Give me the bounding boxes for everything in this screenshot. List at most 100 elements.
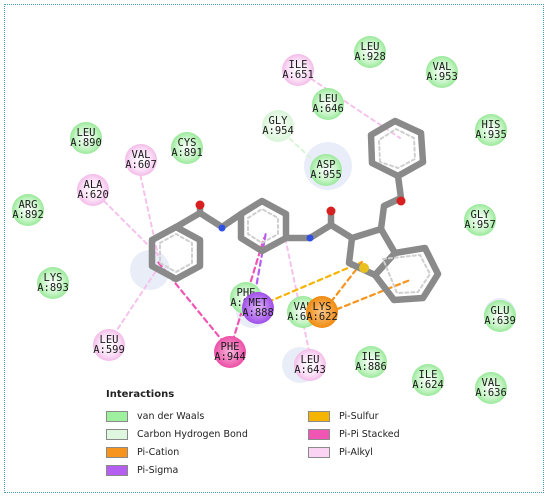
residue-disc xyxy=(171,132,203,164)
residue-number: A:954 xyxy=(262,125,294,137)
oxygen-atom xyxy=(326,206,336,216)
residue-disc xyxy=(125,144,157,176)
residue-number: A:890 xyxy=(70,137,102,149)
residue-name: PHE xyxy=(221,341,240,353)
legend-label: Pi-Sulfur xyxy=(339,410,379,422)
residue-disc xyxy=(214,336,246,368)
residue-disc xyxy=(70,122,102,154)
residue-name: ILE xyxy=(289,59,308,71)
residue-name: ILE xyxy=(362,351,381,363)
residue-number: A:620 xyxy=(77,189,109,201)
sulfur-atom xyxy=(359,263,369,273)
legend-label: van der Waals xyxy=(137,410,205,422)
legend-item-van-der-waals: van der Waals xyxy=(106,409,204,423)
residue-disc xyxy=(242,292,274,324)
residue-name: CYS xyxy=(178,137,197,149)
ligand-structure xyxy=(148,117,442,304)
residue-number: A:955 xyxy=(310,169,342,181)
residue-name: LEU xyxy=(319,93,338,105)
residue-disc xyxy=(37,267,69,299)
pialkyl-line xyxy=(284,236,312,361)
residue-name: LYS xyxy=(44,272,63,284)
legend-item-pi-cation: Pi-Cation xyxy=(106,445,179,459)
residue-disc xyxy=(484,300,516,332)
residue-number: A:886 xyxy=(355,361,387,373)
residue-name: MET xyxy=(249,297,269,309)
residue-disc xyxy=(354,36,386,68)
legend-swatch xyxy=(106,410,128,422)
residue-number: A:651 xyxy=(282,69,314,81)
residue-number: A:892 xyxy=(12,209,44,221)
legend-swatch xyxy=(106,446,128,458)
residue-number: A:622 xyxy=(306,311,338,323)
oxygen-atom xyxy=(396,196,406,206)
legend-swatch xyxy=(106,428,128,440)
residue-discs: LEUA:928ILEA:651VALA:953LEUA:646GLYA:954… xyxy=(12,36,516,404)
diagram-frame xyxy=(4,4,544,493)
residue-number: A:599 xyxy=(93,344,125,356)
residue-disc xyxy=(93,329,125,361)
residue-name: VAL xyxy=(132,149,151,161)
legend-swatch xyxy=(308,428,330,440)
residue-disc xyxy=(464,204,496,236)
residue-number: A:953 xyxy=(426,71,458,83)
legend-item-pi-sigma: Pi-Sigma xyxy=(106,463,178,477)
residue-number: A:636 xyxy=(475,387,507,399)
residue-name: ILE xyxy=(419,369,438,381)
legend-swatch xyxy=(106,464,128,476)
residue-name: LEU xyxy=(77,127,96,139)
residue-name: VAL xyxy=(482,377,501,389)
residue-number: A:928 xyxy=(354,51,386,63)
residue-name: ARG xyxy=(19,199,38,211)
residue-name: LYS xyxy=(313,301,332,313)
residue-name: ASP xyxy=(317,159,336,171)
pisulfur-line xyxy=(266,260,364,304)
nitrogen-atom xyxy=(306,234,314,242)
pialkyl-line xyxy=(108,267,159,343)
legend-label: Pi-Pi Stacked xyxy=(339,428,400,440)
residue-number: A:957 xyxy=(464,219,496,231)
residue-name: VAL xyxy=(433,61,452,73)
residue-number: A:624 xyxy=(412,379,444,391)
legend-item-carbon-hydrogen-bond: Carbon Hydrogen Bond xyxy=(106,427,248,441)
residue-number: A:607 xyxy=(125,159,157,171)
residue-name: HIS xyxy=(482,119,501,131)
residue-disc xyxy=(12,194,44,226)
legend-item-pi-alkyl: Pi-Alkyl xyxy=(308,445,373,459)
residue-number: A:944 xyxy=(214,351,246,363)
residue-disc xyxy=(262,110,294,142)
residue-name: LEU xyxy=(100,334,119,346)
nitrogen-atom xyxy=(218,224,226,232)
pialkyl-line xyxy=(297,69,401,139)
residue-name: GLY xyxy=(471,209,491,221)
residue-number: A:643 xyxy=(294,364,326,376)
residue-disc xyxy=(355,346,387,378)
legend-swatch xyxy=(308,410,330,422)
legend: Interactions van der Waals Carbon Hydrog… xyxy=(102,385,462,485)
residue-disc xyxy=(282,54,314,86)
residue-number: A:891 xyxy=(171,147,203,159)
residue-name: LEU xyxy=(301,354,320,366)
residue-disc xyxy=(310,154,342,186)
legend-label: Pi-Alkyl xyxy=(339,446,373,458)
residue-name: GLY xyxy=(269,115,289,127)
residue-name: ALA xyxy=(84,179,104,191)
legend-item-pi-pi-stacked: Pi-Pi Stacked xyxy=(308,427,400,441)
residue-disc xyxy=(306,296,338,328)
oxygen-atom xyxy=(195,200,205,210)
